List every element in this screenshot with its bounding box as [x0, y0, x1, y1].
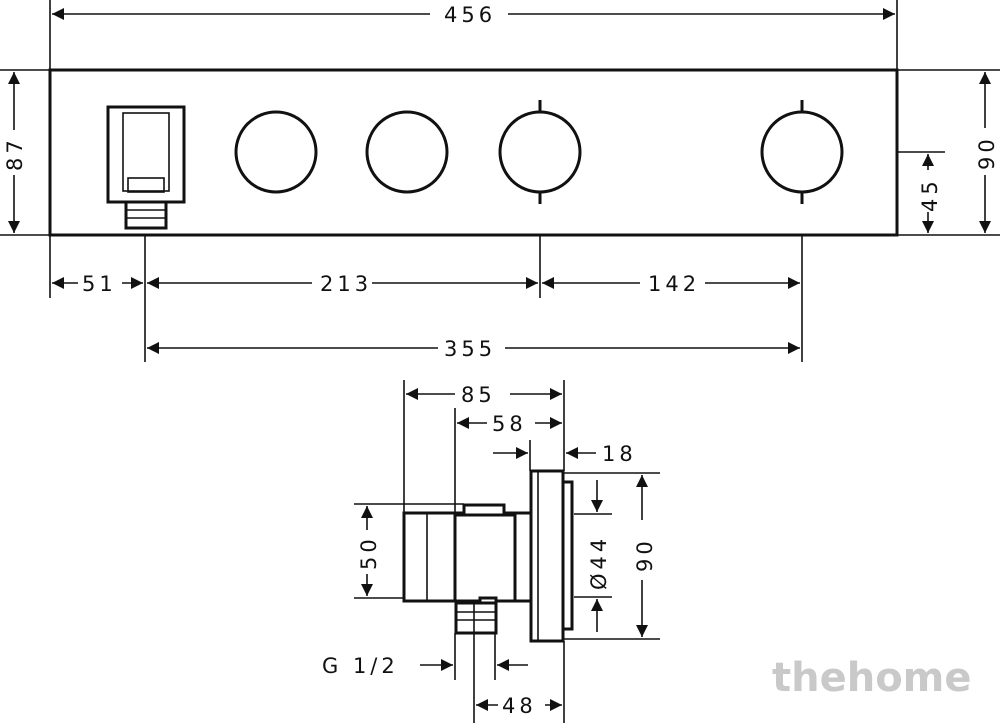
side-view — [402, 469, 574, 643]
control-knob-1 — [234, 110, 318, 194]
dim-90-side: 90 — [633, 537, 657, 572]
dim-456: 456 — [444, 3, 496, 27]
front-dimensions: 456 87 90 45 51 213 142 355 — [0, 0, 1000, 362]
dim-213: 213 — [320, 272, 372, 296]
control-knob-3 — [498, 110, 582, 194]
mounting-plate — [529, 469, 565, 643]
hand-shower-outlet — [106, 105, 186, 230]
dim-45: 45 — [918, 177, 942, 212]
panel-outline — [48, 68, 899, 237]
dim-diameter-44: Ø44 — [587, 535, 611, 590]
dim-48: 48 — [502, 694, 537, 718]
front-view — [48, 68, 899, 237]
watermark-logo: thehome — [772, 655, 972, 701]
dim-90-front: 90 — [975, 135, 999, 170]
thread-connector — [454, 601, 498, 635]
dim-51: 51 — [82, 272, 117, 296]
dim-355: 355 — [444, 337, 496, 361]
dim-87: 87 — [3, 136, 27, 171]
dim-85: 85 — [461, 383, 496, 407]
dim-142: 142 — [648, 272, 700, 296]
dim-58: 58 — [492, 412, 527, 436]
dim-50: 50 — [357, 535, 381, 570]
dim-18: 18 — [602, 442, 637, 466]
side-dimensions: 85 58 18 50 Ø44 90 G 1/2 48 — [322, 380, 660, 723]
control-knob-4 — [760, 110, 844, 194]
control-knob-2 — [365, 110, 449, 194]
thread-label: G 1/2 — [322, 654, 399, 678]
